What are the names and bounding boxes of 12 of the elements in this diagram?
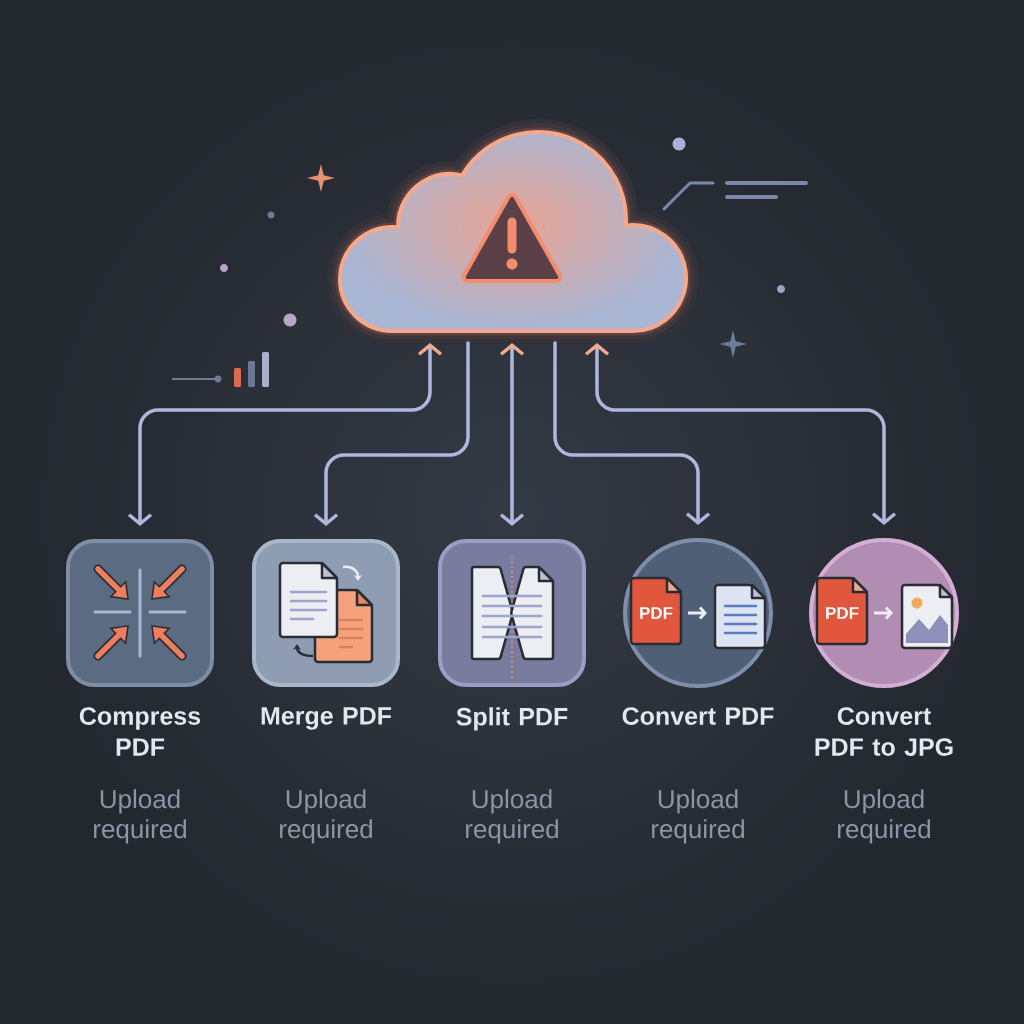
file-type-label: PDF (640, 607, 673, 619)
status-text: Upload required (466, 789, 558, 844)
tool-name: Merge PDF (261, 707, 392, 730)
status-text: Upload required (652, 789, 744, 844)
tool-name: Convert PDF (622, 707, 774, 725)
status-text: Upload required (94, 789, 186, 844)
tool-name: Convert PDF to JPG (815, 707, 953, 756)
file-type-label: PDF (826, 607, 859, 619)
tool-name: Compress PDF (79, 707, 201, 756)
status-text: Upload required (838, 789, 930, 844)
status-text: Upload required (280, 789, 372, 844)
tool-name: Split PDF (456, 707, 568, 731)
